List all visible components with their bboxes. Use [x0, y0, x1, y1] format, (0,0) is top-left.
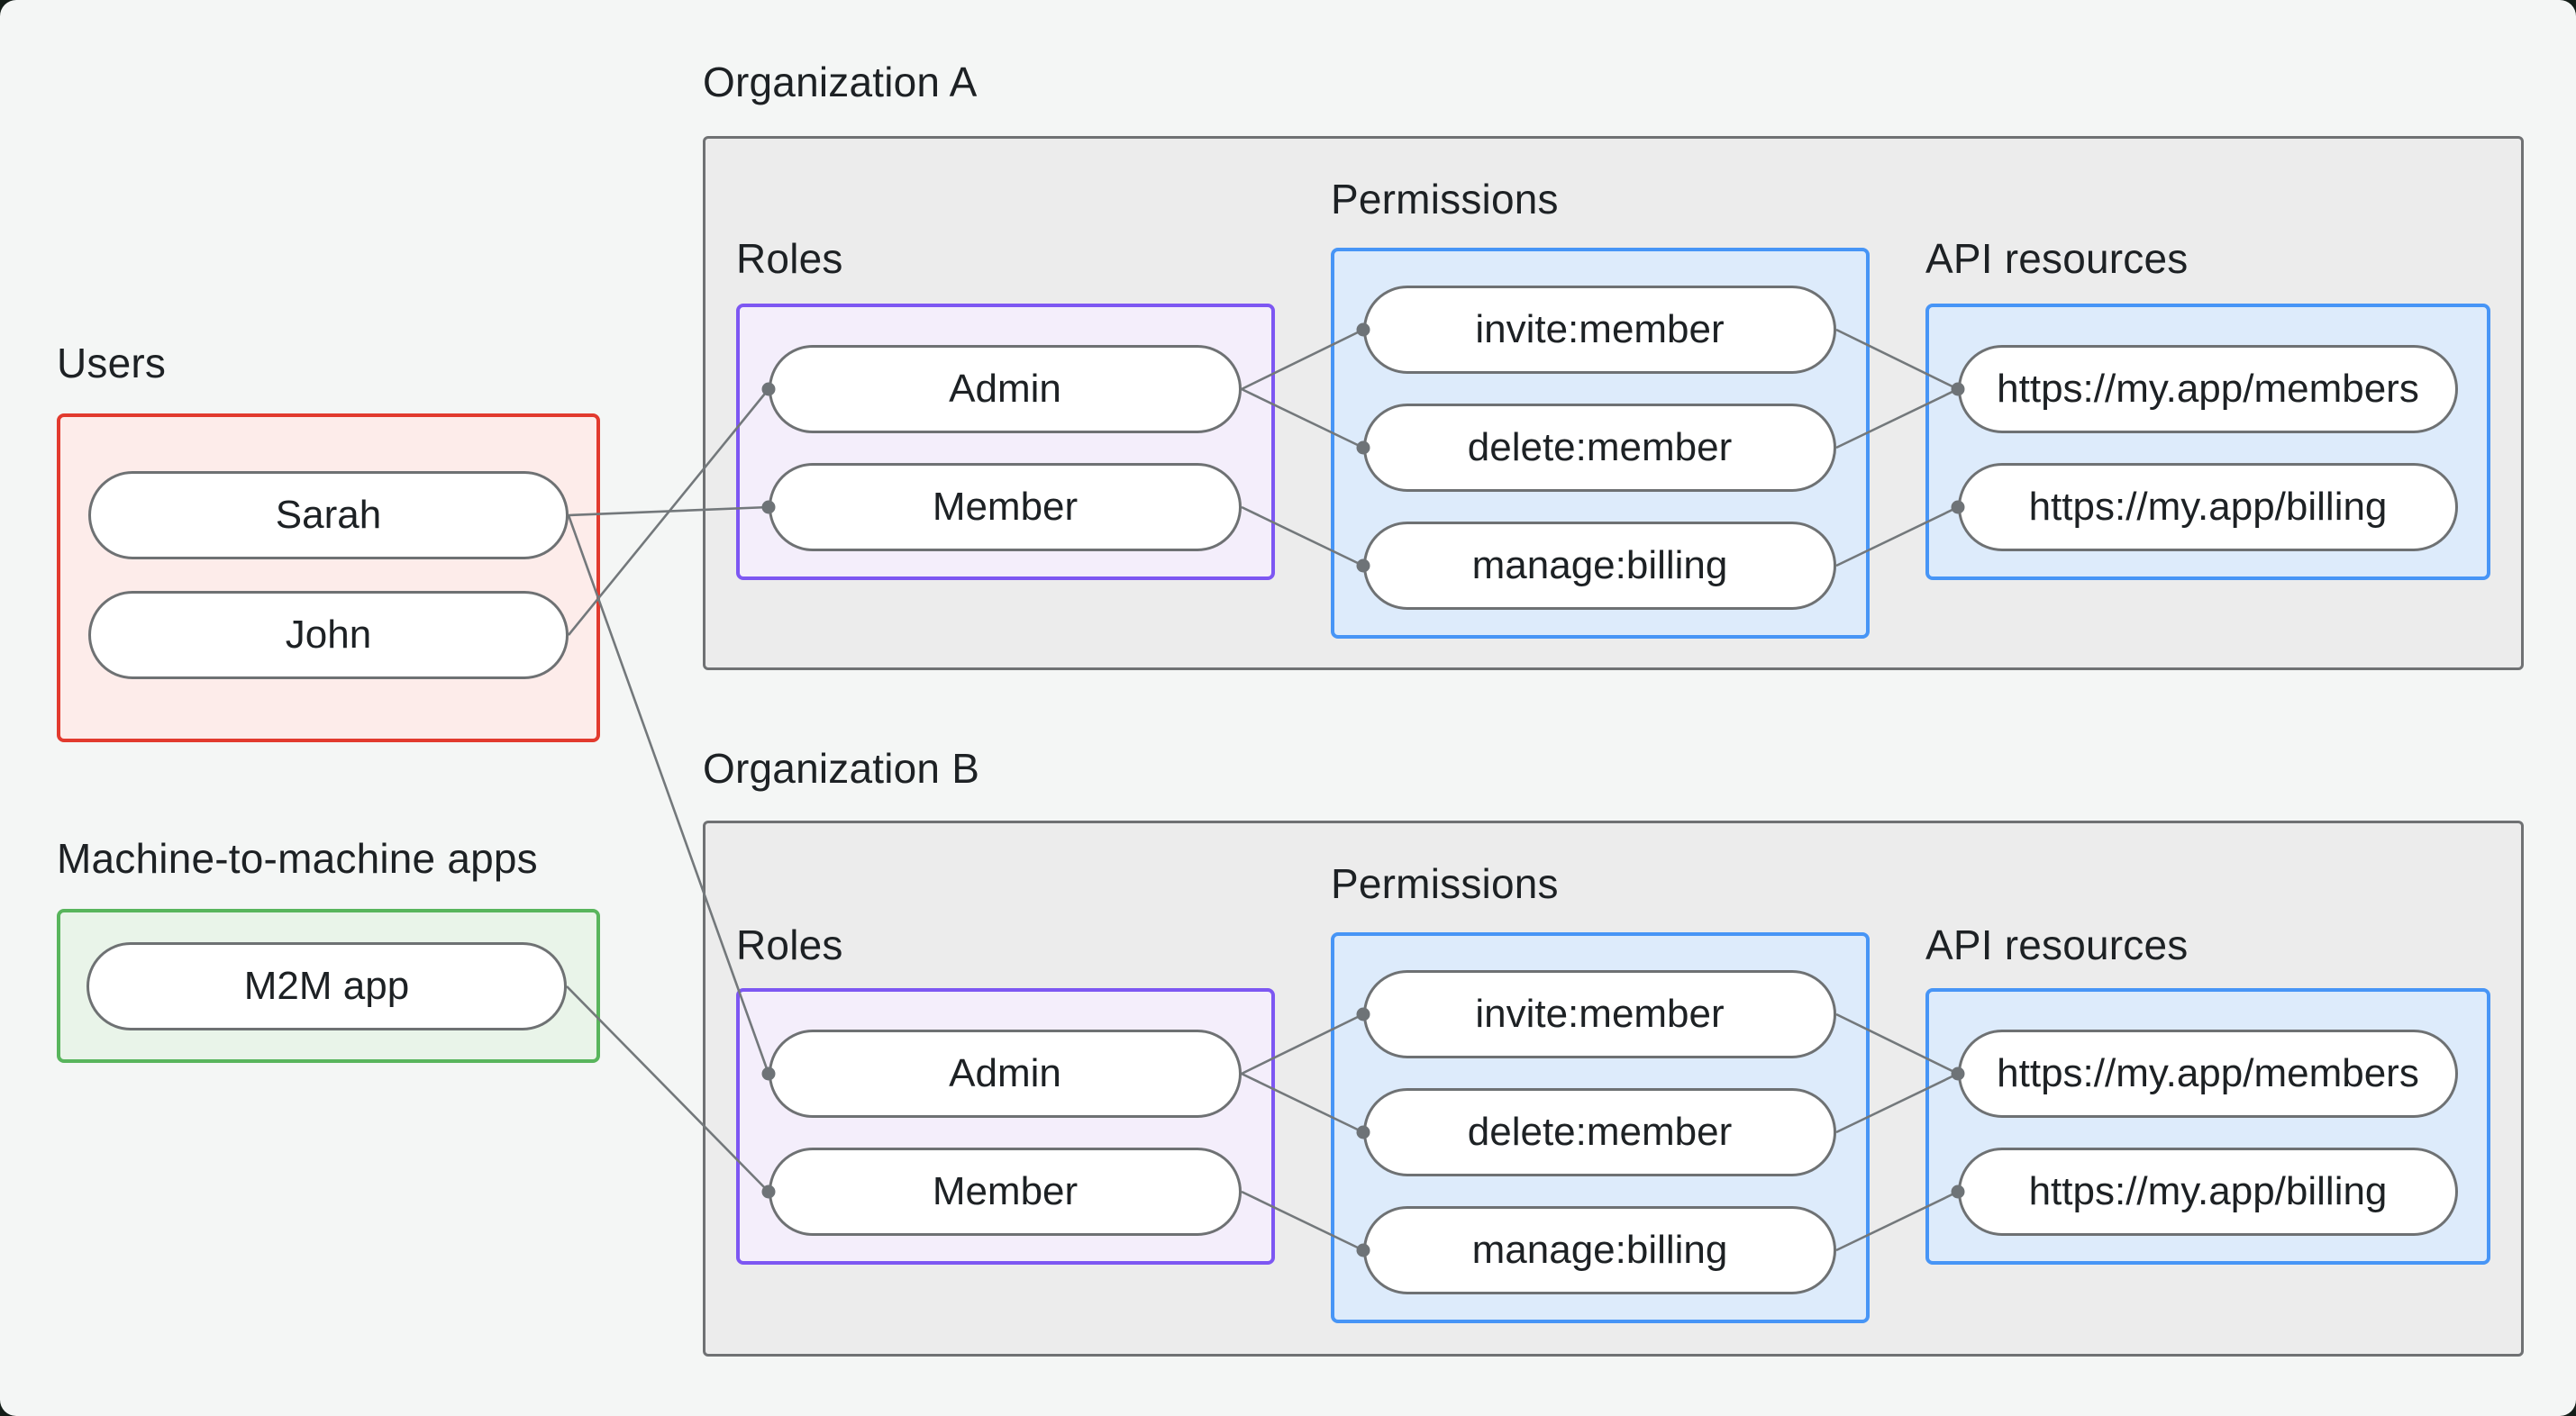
node-org-b-role-admin: Admin	[769, 1030, 1242, 1118]
org-a-label: Organization A	[703, 59, 978, 105]
node-org-b-permission-invite-member: invite:member	[1363, 970, 1836, 1058]
node-org-a-permission-manage-billing: manage:billing	[1363, 522, 1836, 610]
org-a-permissions-label: Permissions	[1331, 176, 1559, 222]
users-group-box	[57, 413, 600, 742]
node-org-b-role-member: Member	[769, 1148, 1242, 1236]
users-group-label: Users	[57, 340, 167, 386]
node-m2m-app: M2M app	[86, 942, 567, 1030]
org-b-permissions-label: Permissions	[1331, 860, 1559, 907]
node-org-a-api-members: https://my.app/members	[1958, 345, 2458, 433]
node-org-a-permission-delete-member: delete:member	[1363, 404, 1836, 492]
node-org-b-api-billing: https://my.app/billing	[1958, 1148, 2458, 1236]
org-b-label: Organization B	[703, 745, 980, 792]
node-org-b-api-members: https://my.app/members	[1958, 1030, 2458, 1118]
node-user-john: John	[88, 591, 569, 679]
node-org-b-permission-delete-member: delete:member	[1363, 1088, 1836, 1176]
org-a-roles-label: Roles	[736, 235, 843, 282]
org-b-api-resources-label: API resources	[1925, 921, 2189, 968]
node-org-a-permission-invite-member: invite:member	[1363, 286, 1836, 374]
m2m-group-label: Machine-to-machine apps	[57, 835, 538, 882]
org-b-roles-label: Roles	[736, 921, 843, 968]
node-org-b-permission-manage-billing: manage:billing	[1363, 1206, 1836, 1294]
org-a-api-resources-label: API resources	[1925, 235, 2189, 282]
node-user-sarah: Sarah	[88, 471, 569, 559]
node-org-a-role-admin: Admin	[769, 345, 1242, 433]
node-org-a-role-member: Member	[769, 463, 1242, 551]
node-org-a-api-billing: https://my.app/billing	[1958, 463, 2458, 551]
